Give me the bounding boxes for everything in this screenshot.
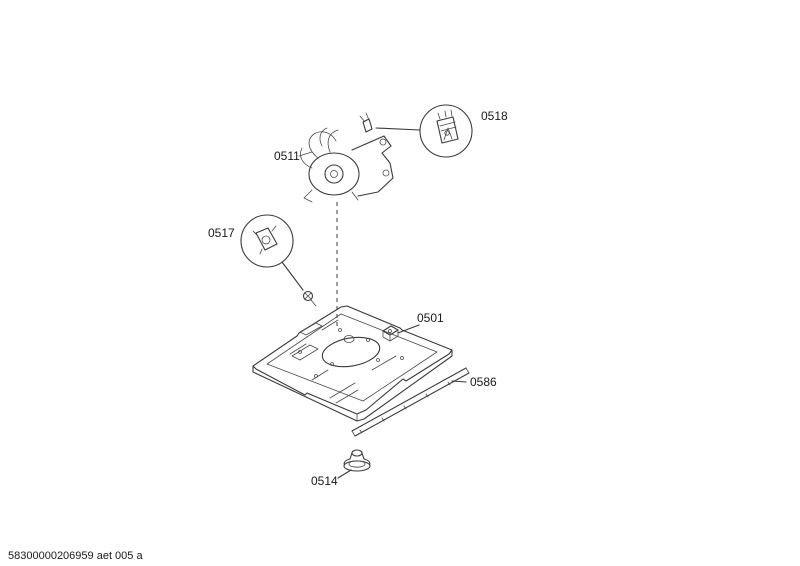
leader-line-0517: [281, 261, 304, 291]
leader-line-0586: [451, 380, 467, 383]
leader-line-0518: [375, 127, 421, 131]
foot-part-0514: [343, 449, 371, 472]
fan-motor-assembly: [300, 112, 394, 203]
part-label-0518: 0518: [481, 109, 508, 123]
balloon-circle: [240, 214, 294, 268]
part-label-0517: 0517: [208, 226, 235, 240]
rail-part-0586: [351, 367, 470, 437]
part-label-0514: 0514: [311, 474, 338, 488]
detail-balloon-0518: [419, 104, 473, 158]
leader-line-0514: [337, 469, 352, 479]
leader-line-0511: [298, 151, 313, 157]
leader-line-0501: [397, 324, 420, 334]
screw-part: [302, 290, 317, 307]
balloon-circle: [419, 104, 473, 158]
document-number: 58300000206959 aet 005 a: [8, 550, 143, 562]
bracket-part-0501: [382, 325, 399, 342]
base-panel: [252, 305, 453, 422]
detail-balloon-0517: [240, 214, 294, 268]
part-label-0586: 0586: [470, 375, 497, 389]
part-label-0501: 0501: [417, 311, 444, 325]
part-label-0511: 0511: [274, 149, 300, 163]
